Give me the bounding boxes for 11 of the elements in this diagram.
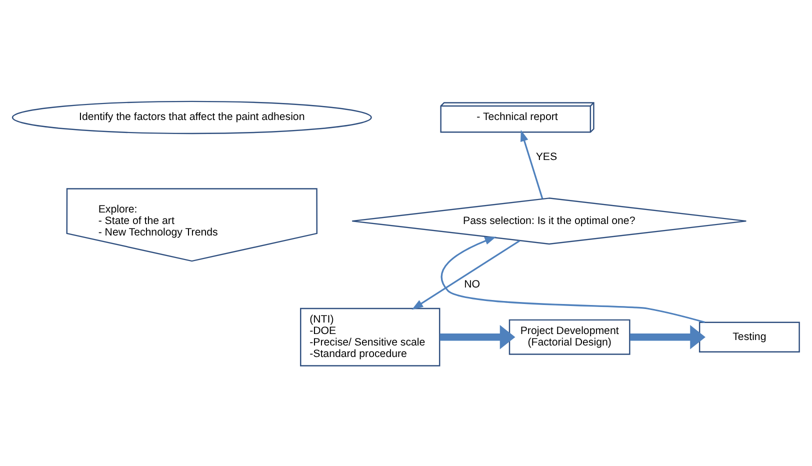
arrow [412, 240, 520, 310]
edge-label: YES [536, 150, 558, 163]
node-ellipse: Identify the factors that affect the paint adhesion [12, 100, 372, 134]
node-box: Project Development (Factorial Design) [508, 318, 630, 354]
arrow [440, 236, 706, 323]
node-box: (NTI) -DOE -Precise/ Sensitive scale -Standard procedure [300, 307, 440, 366]
arrow [440, 324, 516, 349]
arrow [520, 129, 544, 198]
arrow [630, 324, 706, 349]
node-box: Testing [698, 321, 800, 352]
edge-label: NO [464, 278, 480, 290]
